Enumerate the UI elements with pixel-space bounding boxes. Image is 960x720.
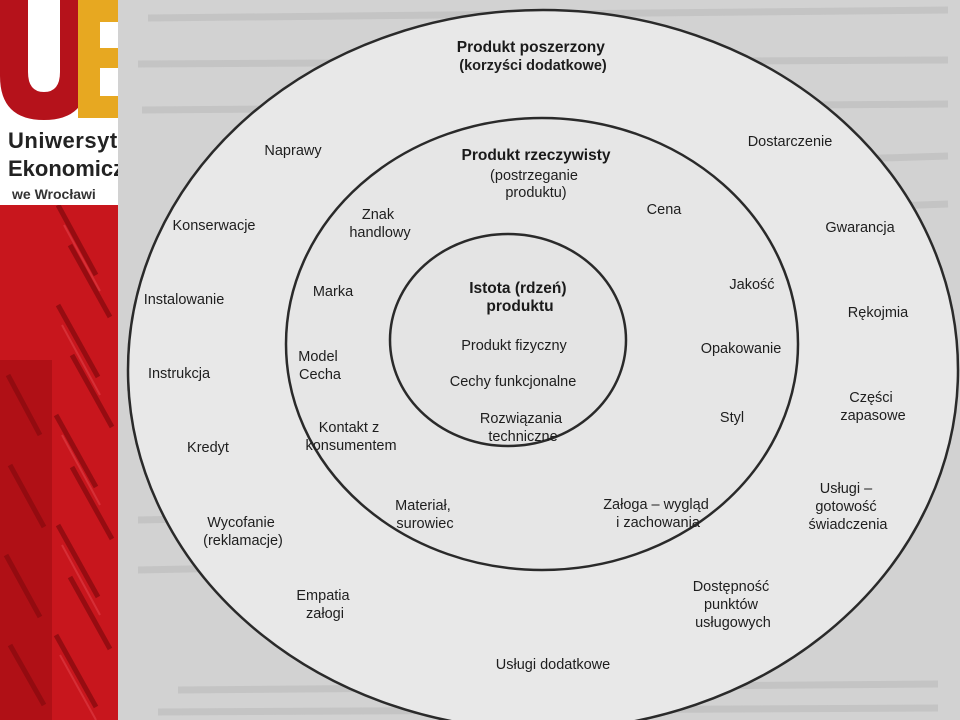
university-logo xyxy=(0,0,118,120)
core-item-cechy-funkcjonalne: Cechy funkcjonalne xyxy=(450,374,577,390)
core-ellipse xyxy=(388,232,628,448)
outer-item-konserwacje: Konserwacje xyxy=(172,218,255,234)
outer-item-instalowanie: Instalowanie xyxy=(144,292,225,308)
core-item-produkt-fizyczny: Produkt fizyczny xyxy=(461,338,567,354)
outer-item-czesci-zapasowe: Części zapasowe xyxy=(840,390,905,424)
outer-item-wycofanie: Wycofanie (reklamacje) xyxy=(203,515,283,549)
middle-item-znak-handlowy: Znak handlowy xyxy=(349,207,411,241)
outer-item-uslugi-dodatkowe: Usługi dodatkowe xyxy=(496,657,610,673)
middle-item-zaloga: Załoga – wygląd i zachowania xyxy=(603,497,713,531)
middle-ring-subtitle: (postrzeganie produktu) xyxy=(490,168,582,201)
outer-ring-title-line: Produkt poszerzony xyxy=(457,39,606,56)
outer-item-dostepnosc: Dostępność punktów usługowych xyxy=(693,579,774,631)
outer-ring-title: Produkt poszerzony (korzyści dodatkowe) xyxy=(457,39,609,74)
outer-item-rekojmia: Rękojmia xyxy=(848,305,909,321)
brand-name-line-2: Ekonomicz xyxy=(8,156,118,181)
core-title: Istota (rdzeń) produktu xyxy=(469,280,571,315)
middle-item-jakosc: Jakość xyxy=(729,277,774,293)
middle-item-model-cecha: Model Cecha xyxy=(298,349,342,383)
brand-city-line: we Wrocławi xyxy=(12,186,96,202)
outer-item-empatia: Empatia załogi xyxy=(296,588,353,622)
middle-item-opakowanie: Opakowanie xyxy=(701,341,782,357)
outer-item-uslugi-gotowosc: Usługi – gotowość świadczenia xyxy=(809,481,889,533)
logo-letter-e xyxy=(78,0,118,118)
middle-item-cena: Cena xyxy=(647,202,683,218)
brand-name-line-1: Uniwersyt xyxy=(8,128,118,153)
middle-item-marka: Marka xyxy=(313,284,354,300)
outer-item-instrukcja: Instrukcja xyxy=(148,366,211,382)
university-sidebar: Uniwersyt Ekonomicz we Wrocławi xyxy=(0,0,118,720)
logo-letter-u xyxy=(0,0,88,120)
middle-item-styl: Styl xyxy=(720,410,744,426)
outer-item-naprawy: Naprawy xyxy=(264,143,322,159)
product-levels-diagram: Produkt poszerzony (korzyści dodatkowe) … xyxy=(126,8,960,720)
middle-ring-title: Produkt rzeczywisty xyxy=(461,147,610,164)
middle-item-material: Materiał, surowiec xyxy=(395,498,455,532)
core-item-rozwiazania: Rozwiązania techniczne xyxy=(480,411,566,445)
outer-item-kredyt: Kredyt xyxy=(187,440,229,456)
outer-item-dostarczenie: Dostarczenie xyxy=(748,134,833,150)
outer-item-gwarancja: Gwarancja xyxy=(825,220,895,236)
outer-ring-title-line: (korzyści dodatkowe) xyxy=(459,58,607,74)
decorative-red-strip xyxy=(0,205,118,720)
middle-item-kontakt: Kontakt z konsumentem xyxy=(305,420,396,454)
